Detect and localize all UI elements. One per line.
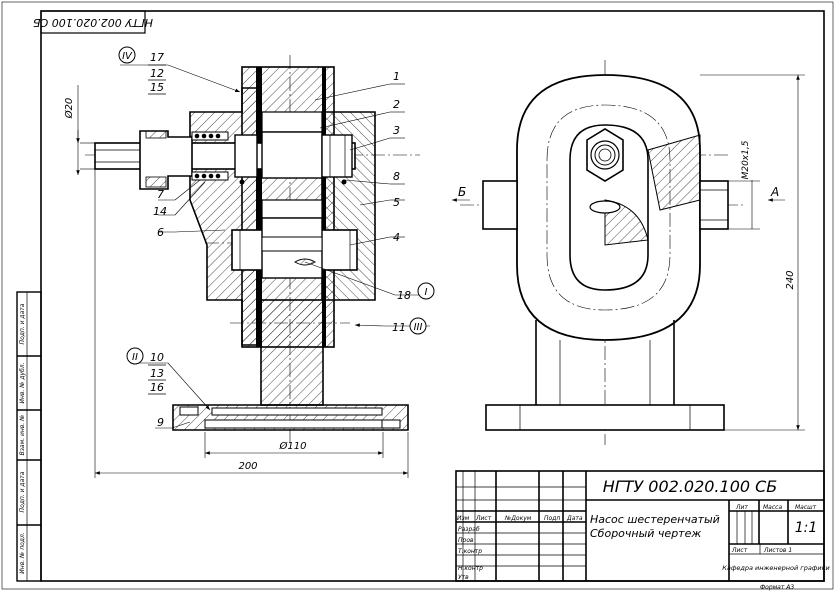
- dim-shaft-diameter: Ø20: [63, 98, 75, 120]
- sheet-label: Лист: [731, 547, 748, 554]
- organization-name: Кафедра инженерной графики: [722, 564, 830, 572]
- role-utv: Утв: [458, 574, 469, 581]
- pos-14: 14: [153, 205, 167, 218]
- product-name-line1: Насос шестеренчатый: [590, 513, 720, 526]
- pos-13: 13: [150, 367, 164, 380]
- pos-10: 10: [150, 351, 164, 364]
- pos-7: 7: [157, 188, 164, 201]
- title-block: Изм Лист №Докум Подп Дата Разраб Пров Т.…: [455, 470, 830, 591]
- sheets-label: Листов 1: [763, 547, 792, 554]
- side-view: Б А М20х1,5 240: [452, 60, 805, 445]
- rev-header-izm: Изм: [457, 515, 470, 522]
- strip-label-4: Подп. и дата: [19, 471, 26, 512]
- position-leaders: 1 2 3 8 5 4 18 11 7 14 6 9 17 12 15 10 1…: [118, 46, 435, 429]
- svg-text:II: II: [132, 352, 138, 363]
- roman-marker-III: [409, 317, 427, 335]
- roman-marker-II: [126, 347, 144, 365]
- role-prov: Пров: [458, 537, 474, 544]
- rev-header-date: Дата: [566, 515, 583, 522]
- format-label: Формат А3: [760, 584, 794, 591]
- left-edge-strip: Подп. и дата Инв. № дубл. Взам. инв. № П…: [16, 291, 42, 582]
- side-base-plate: [485, 404, 725, 431]
- pos-5: 5: [393, 196, 400, 209]
- stamp-designation-text: НГТУ 002.020.100 СБ: [33, 16, 153, 29]
- port-b: [482, 180, 518, 230]
- svg-text:IV: IV: [122, 51, 133, 62]
- pos-11: 11: [392, 321, 406, 334]
- top-left-stamp: НГТУ 002.020.100 СБ: [33, 10, 153, 34]
- pos-3: 3: [393, 124, 400, 137]
- role-tkontr: Т.контр: [458, 548, 482, 555]
- front-section-view: [85, 55, 420, 445]
- roman-marker-IV: [118, 46, 136, 64]
- pos-17: 17: [150, 51, 164, 64]
- strip-label-3: Взам. инв. №: [19, 415, 26, 456]
- lit-header: Лит: [735, 504, 748, 511]
- pos-8: 8: [393, 170, 400, 183]
- strip-label-1: Подп. и дата: [19, 303, 26, 344]
- pos-6: 6: [157, 226, 164, 239]
- mass-header: Масса: [763, 504, 782, 511]
- pos-4: 4: [393, 231, 400, 244]
- pos-18: 18: [397, 289, 411, 302]
- pos-1: 1: [393, 70, 400, 83]
- drive-gear: [261, 131, 323, 179]
- svg-text:III: III: [414, 322, 423, 333]
- role-razrab: Разраб: [458, 526, 480, 533]
- roman-marker-I: [417, 282, 435, 300]
- pos-9: 9: [157, 416, 164, 429]
- scale-header: Масшт: [795, 504, 817, 511]
- rev-header-doc: №Докум: [504, 515, 532, 522]
- port-a: [699, 180, 729, 230]
- dim-height: 240: [785, 270, 796, 289]
- pos-15: 15: [150, 81, 164, 94]
- designation-text: НГТУ 002.020.100 СБ: [603, 477, 778, 496]
- strip-label-5: Инв. № подл.: [19, 532, 26, 573]
- dim-base-diameter: Ø110: [279, 440, 307, 452]
- shaft-bushing-right: [321, 134, 353, 178]
- pos-16: 16: [150, 381, 164, 394]
- front-view-dimensions: Ø20 Ø110 200: [63, 85, 409, 478]
- pump-stand: [260, 299, 324, 406]
- product-name-line2: Сборочный чертеж: [590, 527, 701, 540]
- strip-label-2: Инв. № дубл.: [19, 362, 26, 403]
- pos-2: 2: [393, 98, 400, 111]
- housing-left-part: [189, 87, 258, 346]
- view-label-b: Б: [458, 185, 466, 199]
- pos-12: 12: [150, 67, 164, 80]
- rev-header-list: Лист: [475, 515, 492, 522]
- gasket-right: [322, 67, 326, 347]
- dim-thread: М20х1,5: [741, 140, 751, 179]
- gasket-left: [256, 67, 262, 347]
- view-label-a: А: [770, 185, 779, 199]
- role-nkontr: Н.контр: [458, 565, 483, 572]
- svg-text:I: I: [425, 287, 428, 298]
- scale-value: 1:1: [795, 520, 818, 536]
- dim-overall-length: 200: [238, 461, 257, 472]
- rev-header-sign: Подп: [544, 515, 560, 522]
